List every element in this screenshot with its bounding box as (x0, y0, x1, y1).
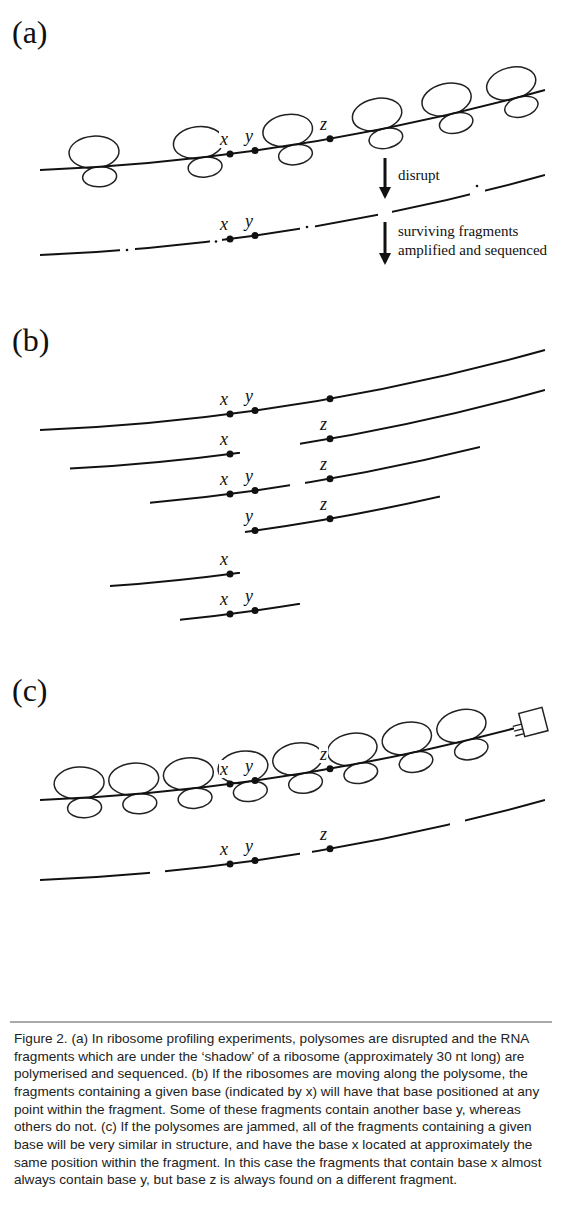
process-arrow (384, 158, 387, 196)
fragment-strand (40, 390, 545, 470)
base-label: y (244, 507, 254, 525)
base-label: y (244, 837, 254, 855)
fragment-strand (110, 510, 240, 590)
ribosome (270, 739, 328, 797)
base-label: x (219, 470, 229, 488)
figure-caption: Figure 2. (a) In ribosome profiling expe… (14, 1030, 546, 1189)
base-dot (252, 527, 259, 534)
gap-dot (126, 249, 129, 252)
base-label: x (219, 760, 229, 778)
base-dot (327, 435, 334, 442)
caption-rule (10, 1022, 552, 1023)
base-dot (327, 765, 334, 772)
base-dot (227, 491, 234, 498)
base-label: y (244, 587, 254, 605)
small-subunit (67, 797, 102, 819)
base-dots (227, 135, 334, 157)
step-label: surviving fragments amplified and sequen… (398, 222, 556, 260)
base-label: z (319, 455, 328, 473)
base-dot (227, 571, 234, 578)
small-subunit (82, 166, 117, 188)
base-dot (327, 135, 334, 142)
base-label: y (244, 212, 254, 230)
base-label: z (319, 745, 328, 763)
fragment-strand (40, 350, 545, 430)
fragment-group (40, 350, 545, 630)
gap-dot (476, 185, 479, 188)
base-dot (252, 777, 259, 784)
roadblock-hatch (513, 724, 522, 726)
ribosome (325, 729, 384, 788)
fragment-strand (40, 800, 545, 880)
base-label: x (219, 215, 229, 233)
base-label: x (219, 550, 229, 568)
base-dot (227, 781, 234, 788)
fragment-strand (40, 430, 545, 510)
large-subunit (68, 135, 120, 170)
base-label: y (244, 467, 254, 485)
base-dots (227, 845, 334, 867)
ribosome (261, 111, 318, 169)
base-label: x (219, 840, 229, 858)
base-dot (252, 407, 259, 414)
base-dot (252, 232, 259, 239)
large-subunit (53, 766, 105, 801)
mrna-strand (40, 90, 545, 170)
mrna-strand (40, 720, 514, 800)
base-label: x (219, 130, 229, 148)
base-dot (327, 395, 334, 402)
panel-label: (c) (12, 672, 48, 708)
small-subunit (122, 792, 158, 815)
ribosome (68, 135, 121, 189)
roadblock-hatch (514, 729, 523, 731)
ribosome (53, 766, 106, 820)
base-label: y (244, 387, 254, 405)
step-label: disrupt (398, 166, 440, 185)
ribosome (216, 748, 272, 805)
panel-label: (a) (12, 14, 48, 50)
base-dot (227, 411, 234, 418)
roadblock-hatch (515, 734, 524, 736)
base-dot (227, 611, 234, 618)
base-dot (327, 845, 334, 852)
base-dot (227, 861, 234, 868)
base-dot (252, 607, 259, 614)
base-label: z (319, 825, 328, 843)
base-dots (227, 765, 334, 787)
fragment-strand (245, 470, 440, 550)
base-dot (327, 515, 334, 522)
process-arrow (384, 222, 387, 262)
large-subunit (261, 111, 315, 150)
ribosome (162, 755, 217, 811)
ribosome-group (68, 62, 544, 189)
base-dot (252, 487, 259, 494)
base-label: x (219, 390, 229, 408)
base-label: z (319, 115, 328, 133)
fragment-strand (180, 550, 300, 630)
gap-dot (215, 240, 218, 243)
gap-dot (306, 226, 309, 229)
ribosome (107, 761, 161, 816)
base-label: x (219, 430, 229, 448)
large-subunit (270, 739, 324, 779)
base-label: y (244, 127, 254, 145)
base-dot (227, 151, 234, 158)
roadblock-box (519, 707, 548, 736)
base-dot (227, 451, 234, 458)
base-dot (227, 236, 234, 243)
ribosome-group (53, 705, 494, 820)
base-dot (252, 147, 259, 154)
base-dot (252, 857, 259, 864)
base-label: x (219, 590, 229, 608)
base-label: z (319, 415, 328, 433)
ribosome (379, 718, 439, 778)
panel-label: (b) (12, 322, 49, 358)
base-dots (227, 395, 334, 617)
base-dot (327, 475, 334, 482)
base-label: y (244, 757, 254, 775)
ribosome (349, 94, 408, 154)
roadblock (510, 707, 548, 738)
base-label: z (319, 495, 328, 513)
